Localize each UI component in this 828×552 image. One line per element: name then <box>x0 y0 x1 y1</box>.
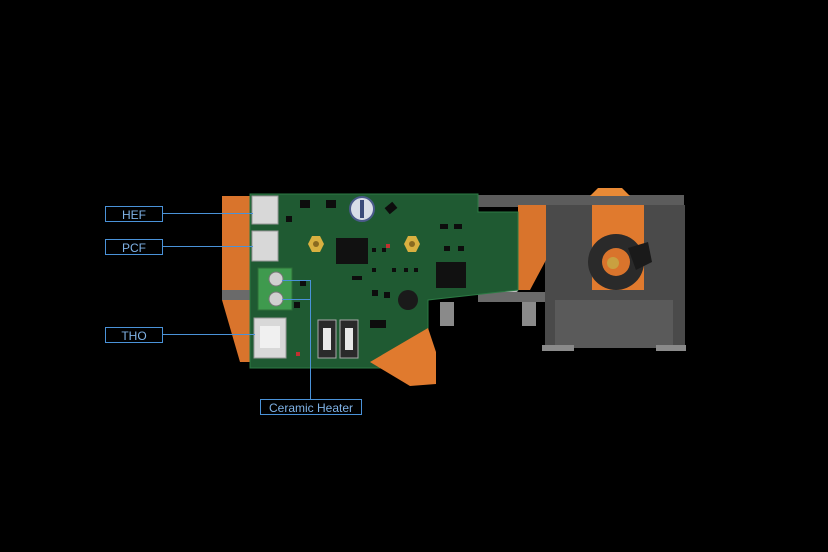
callout-ceramic-heater: Ceramic Heater <box>260 399 362 415</box>
spring-right <box>522 302 536 326</box>
lower-bracket <box>370 328 436 386</box>
ic-secondary <box>436 262 466 288</box>
ceramic-leader-bottom <box>282 299 310 301</box>
pcf-leader <box>163 246 253 248</box>
ceramic-leader-vertical <box>310 280 312 400</box>
callout-tho: THO <box>105 327 163 343</box>
pcf-connector <box>251 230 279 262</box>
hef-connector <box>251 195 279 225</box>
frame-orange-left <box>518 205 546 290</box>
left-bracket <box>222 196 250 362</box>
ic-driver <box>336 238 368 264</box>
spring-left <box>440 302 454 326</box>
frame-top-rail <box>478 195 684 207</box>
inductor <box>398 290 418 310</box>
hef-leader <box>163 213 253 215</box>
ceramic-leader-top <box>282 280 310 282</box>
callout-hef: HEF <box>105 206 163 222</box>
callout-pcf: PCF <box>105 239 163 255</box>
tho-leader <box>163 334 255 336</box>
